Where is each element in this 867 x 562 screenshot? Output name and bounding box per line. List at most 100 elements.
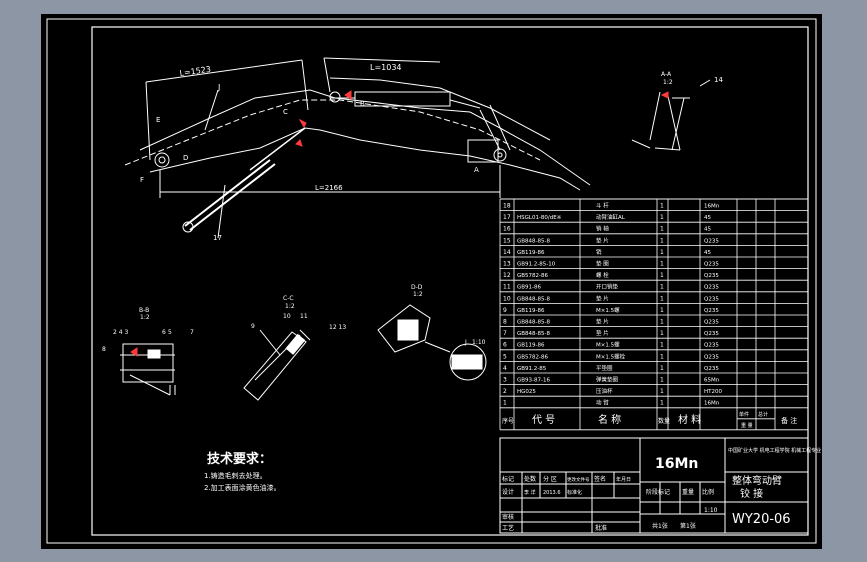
- tb-change: 更改文件号: [567, 476, 590, 483]
- detail-b-b: [120, 343, 176, 396]
- label-10: 10: [283, 313, 291, 320]
- boom-lower-edge: [149, 127, 581, 191]
- bom-row-material: 45: [704, 250, 711, 256]
- bom-header-code: 代 号: [532, 414, 555, 426]
- label-f: F: [140, 176, 144, 184]
- bom-row-no: 6: [503, 342, 507, 349]
- bom-row-no: 15: [503, 237, 511, 244]
- tb-mark: 标记: [502, 475, 514, 483]
- tech-line-1: 1.铸造毛刺去处理。: [204, 471, 267, 480]
- bom-row-name: 压油杯: [596, 387, 613, 395]
- bom-row-qty: 1: [660, 319, 664, 326]
- bom-row-material: Q235: [704, 262, 719, 268]
- bom-header-no: 序号: [502, 417, 514, 425]
- label-12-13: 12 13: [329, 324, 346, 331]
- tb-sheet: 第1张: [680, 522, 696, 530]
- tb-date: 年月日: [616, 476, 631, 483]
- bom-row-code: GB119-86: [517, 308, 545, 314]
- bom-row-no: 7: [503, 330, 507, 337]
- label-j-detail: J: [464, 339, 467, 346]
- bom-header-total: 总计: [758, 411, 768, 418]
- bom-row-material: Q235: [704, 238, 719, 244]
- bom-row-qty: 1: [660, 400, 664, 407]
- bom-row-name: 平垫圈: [596, 364, 613, 372]
- arm-pivot-bracket: [467, 139, 499, 163]
- dim-2166-text: L=2166: [315, 184, 343, 192]
- bom-row-material: Q235: [704, 366, 719, 372]
- dim-1523-text: L=1523: [179, 65, 211, 78]
- bom-row-qty: 1: [660, 295, 664, 302]
- bom-row-no: 13: [503, 261, 511, 268]
- bom-row-code: GB119-86: [517, 250, 545, 256]
- bom-row-code: GB91-86: [517, 285, 542, 291]
- bom-row-qty: 1: [660, 342, 664, 349]
- boom-foot-pin: [154, 152, 170, 168]
- bom-header-qty: 数量: [658, 417, 670, 425]
- bom-header-material: 材 料: [678, 413, 701, 426]
- bom-row-qty: 1: [660, 377, 664, 384]
- bom-header-single: 单件: [739, 411, 749, 418]
- label-5: 5: [168, 329, 172, 336]
- label-dd: D-D: [411, 284, 423, 291]
- tb-design: 设计: [502, 488, 514, 496]
- tech-title: 技术要求：: [207, 451, 272, 467]
- label-aa: A-A: [661, 71, 672, 78]
- bom-row-no: 14: [503, 249, 511, 256]
- bom-row-name: 弹簧垫圈: [596, 376, 619, 384]
- bom-row-code: GB848-85-8: [517, 296, 551, 302]
- label-e: E: [156, 116, 160, 124]
- bom-row-name: 销 轴: [596, 225, 609, 233]
- bom-row-material: 16Mn: [704, 401, 720, 407]
- tb-count: 处数: [524, 475, 536, 483]
- label-j-scale: 1:10: [472, 339, 486, 346]
- title-material: 16Mn: [655, 456, 698, 472]
- outer-frame: [46, 18, 817, 544]
- bom-row-code: HG025: [517, 389, 536, 395]
- bom-row-material: Q235: [704, 296, 719, 302]
- bom-row-code: GB119-86: [517, 343, 545, 349]
- bom-row-no: 18: [503, 203, 511, 210]
- tb-process: 工艺: [502, 524, 514, 532]
- label-c: C: [283, 108, 288, 116]
- bom-row-name: M×1.5螺: [596, 306, 620, 314]
- bom-row-qty: 1: [660, 388, 664, 395]
- bom-row-qty: 1: [660, 226, 664, 233]
- bom-row-name: 垫 片: [596, 329, 609, 337]
- bom-row-qty: 1: [660, 353, 664, 360]
- tb-approve: 批准: [595, 524, 607, 532]
- bom-row-name: 动臂油缸AL: [596, 213, 626, 221]
- bom-row-material: Q235: [704, 331, 719, 337]
- bom-row-no: 3: [503, 377, 507, 384]
- label-bb-nums: 2 4 3: [113, 329, 128, 336]
- dim-1034-text: L=1034: [370, 63, 402, 72]
- bom-row-name: 垫 片: [596, 236, 609, 244]
- tb-stage: 阶段标记: [646, 488, 670, 496]
- bom-row-code: GB5782-86: [517, 354, 549, 360]
- bom-row-code: GB93-87-16: [517, 378, 551, 384]
- boom-upper-edge: [139, 89, 591, 186]
- tech-line-2: 2.加工表面涂黄色油漆。: [204, 483, 281, 492]
- bom-row-no: 2: [503, 388, 507, 395]
- bom-row-code: GB5782-86: [517, 273, 549, 279]
- bom-row-code: GB848-85-8: [517, 238, 551, 244]
- label-bb-scale: 1:2: [140, 314, 150, 321]
- tb-designer: 李 洋: [524, 489, 536, 496]
- arm-cylinder: [354, 91, 451, 107]
- label-11: 11: [300, 313, 308, 320]
- title-line-1: 整体弯动臂: [732, 474, 782, 487]
- tb-scale-value: 1:10: [704, 507, 718, 514]
- tb-sign: 签名: [594, 475, 606, 483]
- bom-row-no: 16: [503, 226, 511, 233]
- bom-row-name: 垫 片: [596, 318, 609, 326]
- bom-row-qty: 1: [660, 284, 664, 291]
- bom-header-remark: 备 注: [781, 416, 797, 425]
- bom-row-name: M×1.5螺栓: [596, 352, 626, 360]
- tb-zone: 分 区: [543, 475, 557, 483]
- bom-row-material: Q235: [704, 273, 719, 279]
- bom-row-qty: 1: [660, 249, 664, 256]
- bom-row-qty: 1: [660, 272, 664, 279]
- bom-row-qty: 1: [660, 237, 664, 244]
- bom-row-material: 45: [704, 215, 711, 221]
- bom-row-qty: 1: [660, 307, 664, 314]
